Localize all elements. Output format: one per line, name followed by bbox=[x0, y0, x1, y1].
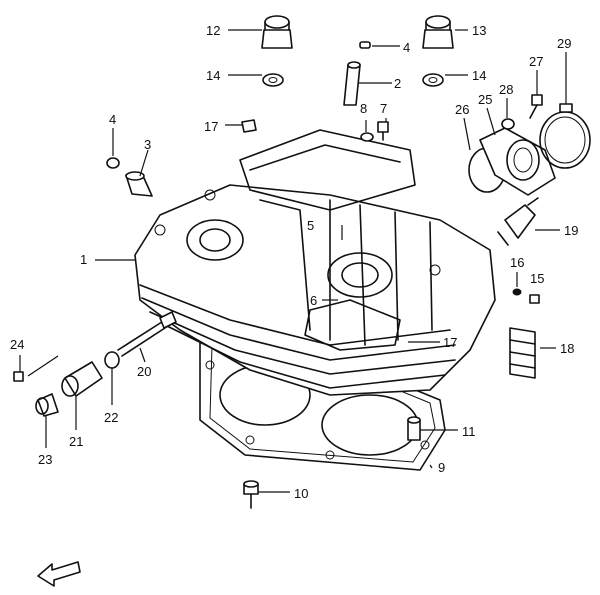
callout-10: 10 bbox=[294, 486, 308, 501]
callout-16: 16 bbox=[510, 255, 524, 270]
callout-29: 29 bbox=[557, 36, 571, 51]
callout-18: 18 bbox=[560, 341, 574, 356]
sensor-19 bbox=[497, 197, 539, 246]
callout-6: 6 bbox=[310, 293, 317, 308]
clip-4-top bbox=[359, 41, 371, 49]
nut-28 bbox=[501, 118, 515, 130]
clamp-29 bbox=[539, 103, 591, 169]
callout-12: 12 bbox=[206, 23, 220, 38]
ring-16 bbox=[512, 288, 522, 296]
callout-7: 7 bbox=[380, 101, 387, 116]
callout-1: 1 bbox=[80, 252, 87, 267]
callout-9: 9 bbox=[438, 460, 445, 475]
callout-14b: 14 bbox=[472, 68, 486, 83]
callout-13: 13 bbox=[472, 23, 486, 38]
cylinder-head bbox=[134, 129, 496, 396]
callout-27: 27 bbox=[529, 54, 543, 69]
cap-13 bbox=[422, 15, 454, 49]
callout-17b: 17 bbox=[443, 335, 457, 350]
screw-27 bbox=[529, 94, 543, 119]
leader-lines bbox=[19, 29, 567, 493]
dowel-pin-11 bbox=[407, 416, 421, 441]
callout-20: 20 bbox=[137, 364, 151, 379]
intake-pipe-25 bbox=[479, 127, 556, 196]
callout-22: 22 bbox=[104, 410, 118, 425]
washer-8 bbox=[360, 132, 374, 142]
washer-14a bbox=[262, 73, 284, 87]
callout-26: 26 bbox=[455, 102, 469, 117]
clip-4-left bbox=[106, 157, 120, 169]
boot-23 bbox=[35, 393, 59, 417]
callout-15: 15 bbox=[530, 271, 544, 286]
callout-5: 5 bbox=[307, 218, 314, 233]
callout-23: 23 bbox=[38, 452, 52, 467]
seal-18 bbox=[509, 327, 536, 379]
callout-28: 28 bbox=[499, 82, 513, 97]
callout-4a: 4 bbox=[109, 112, 116, 127]
callouts: 1 2 3 4 4 5 6 7 8 9 10 11 12 13 14 14 15… bbox=[10, 23, 578, 501]
callout-24: 24 bbox=[10, 337, 24, 352]
cap-21 bbox=[61, 361, 103, 397]
callout-4b: 4 bbox=[403, 40, 410, 55]
screw-24 bbox=[13, 371, 24, 382]
washer-14b bbox=[422, 73, 444, 87]
callout-19: 19 bbox=[564, 223, 578, 238]
callout-2: 2 bbox=[394, 76, 401, 91]
callout-3: 3 bbox=[144, 137, 151, 152]
cap-12 bbox=[261, 15, 293, 49]
ring-22 bbox=[104, 351, 120, 369]
callout-11: 11 bbox=[462, 424, 476, 439]
bolt-7 bbox=[377, 121, 389, 141]
valve-guide-3 bbox=[125, 171, 153, 197]
callout-17a: 17 bbox=[204, 119, 218, 134]
callout-8: 8 bbox=[360, 101, 367, 116]
front-arrow-icon bbox=[37, 561, 81, 587]
bolt-10 bbox=[243, 480, 259, 509]
callout-21: 21 bbox=[69, 434, 83, 449]
callout-14a: 14 bbox=[206, 68, 220, 83]
bolt-15 bbox=[529, 294, 540, 304]
spark-plug-20 bbox=[117, 311, 177, 357]
valve-guide-2 bbox=[343, 61, 361, 106]
clip-17-top bbox=[241, 119, 257, 133]
callout-25: 25 bbox=[478, 92, 492, 107]
